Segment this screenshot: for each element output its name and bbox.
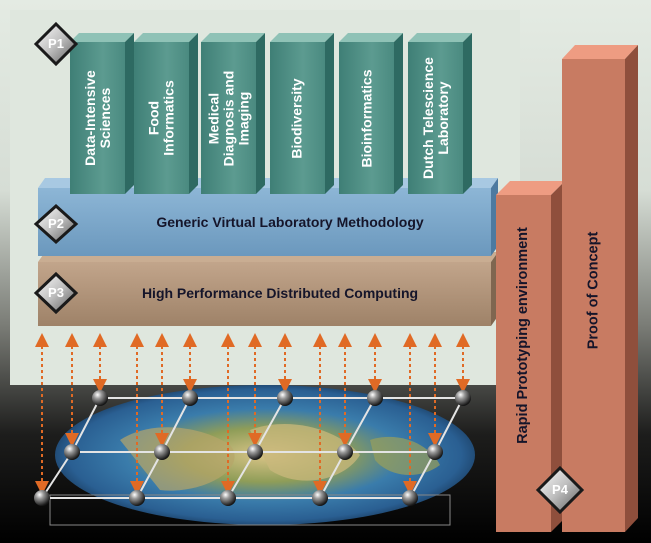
diamond-badge-icon: [33, 271, 79, 315]
sphere-node-icon: [277, 390, 293, 406]
sphere-node-icon: [129, 490, 145, 506]
column-label-biodiversity: Biodiversity: [289, 77, 306, 159]
diamond-badge-icon: [535, 465, 585, 515]
badge-p1: P1: [48, 36, 64, 51]
p4-proof-block: [562, 45, 638, 532]
sphere-node-icon: [220, 490, 236, 506]
diamond-badge-icon: [33, 21, 79, 67]
column-label-data-intensive-sciences: Data-Intensive Sciences: [81, 70, 113, 166]
sphere-node-icon: [247, 444, 263, 460]
sphere-node-icon: [427, 444, 443, 460]
p1-columns: [70, 33, 472, 194]
p4-rapid-block: [496, 181, 565, 532]
sphere-node-icon: [367, 390, 383, 406]
sphere-node-icon: [337, 444, 353, 460]
diamond-badge-icon: [33, 203, 79, 245]
badge-p4: P4: [552, 482, 568, 497]
p4-rapid-label: Rapid Prototyping environment: [515, 226, 532, 444]
p2-label: Generic Virtual Laboratory Methodology: [156, 214, 424, 230]
sphere-node-icon: [154, 444, 170, 460]
sphere-node-icon: [312, 490, 328, 506]
sphere-node-icon: [182, 390, 198, 406]
badge-p2: P2: [48, 216, 64, 231]
arrows: [35, 333, 470, 495]
badge-p3: P3: [48, 285, 64, 300]
column-label-dutch-telescience: Dutch Telescience Laboratory: [419, 57, 451, 179]
sphere-node-icon: [64, 444, 80, 460]
column-label-food-informatics: Food Informatics: [145, 80, 177, 156]
column-label-medical-diagnosis: Medical Diagnosis and Imaging: [205, 70, 251, 166]
sphere-node-icon: [402, 490, 418, 506]
sphere-node-icon: [34, 490, 50, 506]
sphere-node-icon: [92, 390, 108, 406]
p3-label: High Performance Distributed Computing: [141, 285, 419, 301]
grid-base-frame: [49, 494, 451, 526]
diamond-badges: [33, 21, 585, 515]
p3-layer: [38, 252, 498, 326]
grid-nodes: [34, 390, 471, 506]
column-label-bioinformatics: Bioinformatics: [358, 68, 375, 168]
sphere-node-icon: [455, 390, 471, 406]
p4-proof-label: Proof of Concept: [585, 231, 602, 349]
